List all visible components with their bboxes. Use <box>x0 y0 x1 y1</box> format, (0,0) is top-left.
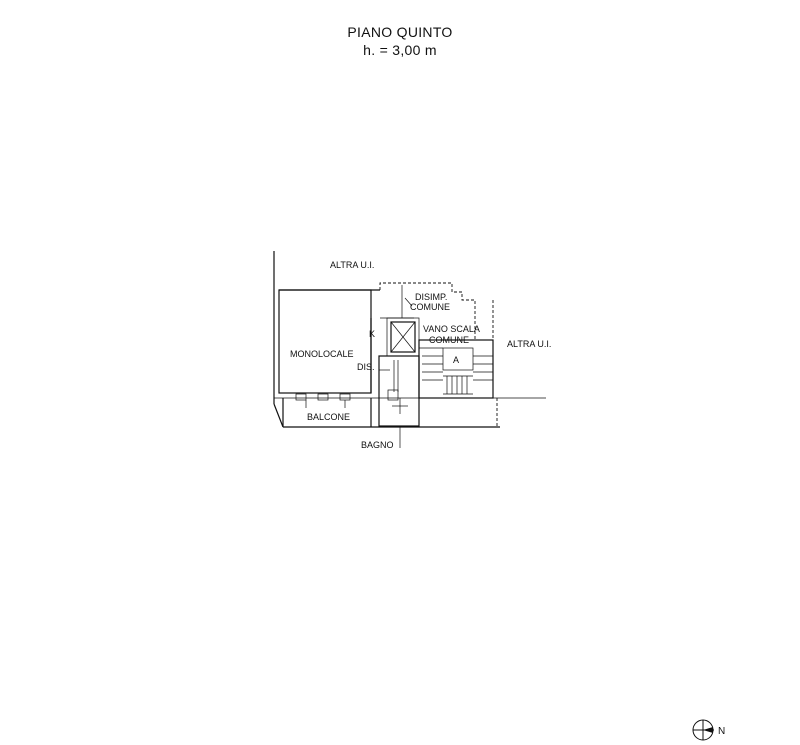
label-monolocale: MONOLOCALE <box>290 349 354 359</box>
building-outline <box>273 251 546 428</box>
neighbour-boundary <box>492 300 498 427</box>
label-stair-a: A <box>453 355 459 365</box>
label-balcone: BALCONE <box>307 412 350 422</box>
label-kitchen: K <box>369 329 375 339</box>
north-arrow-icon <box>692 719 714 741</box>
label-bagno: BAGNO <box>361 440 394 450</box>
label-disimp: DISIMP. <box>415 292 447 302</box>
label-dis: DIS. <box>357 362 375 372</box>
label-altra-ui-right: ALTRA U.I. <box>507 339 551 349</box>
north-label: N <box>718 726 725 737</box>
corridor-and-bath <box>378 355 420 448</box>
plan-height: h. = 3,00 m <box>363 42 437 58</box>
label-comune-1: COMUNE <box>410 302 450 312</box>
balcone <box>282 393 372 427</box>
monolocale-room <box>278 289 380 394</box>
label-comune-2: COMUNE <box>429 335 469 345</box>
lift-shaft <box>386 317 420 357</box>
plan-title: PIANO QUINTO <box>347 24 453 40</box>
stair-well <box>418 339 494 399</box>
label-altra-ui-top: ALTRA U.I. <box>330 260 374 270</box>
label-vano-scala: VANO SCALA <box>423 324 480 334</box>
